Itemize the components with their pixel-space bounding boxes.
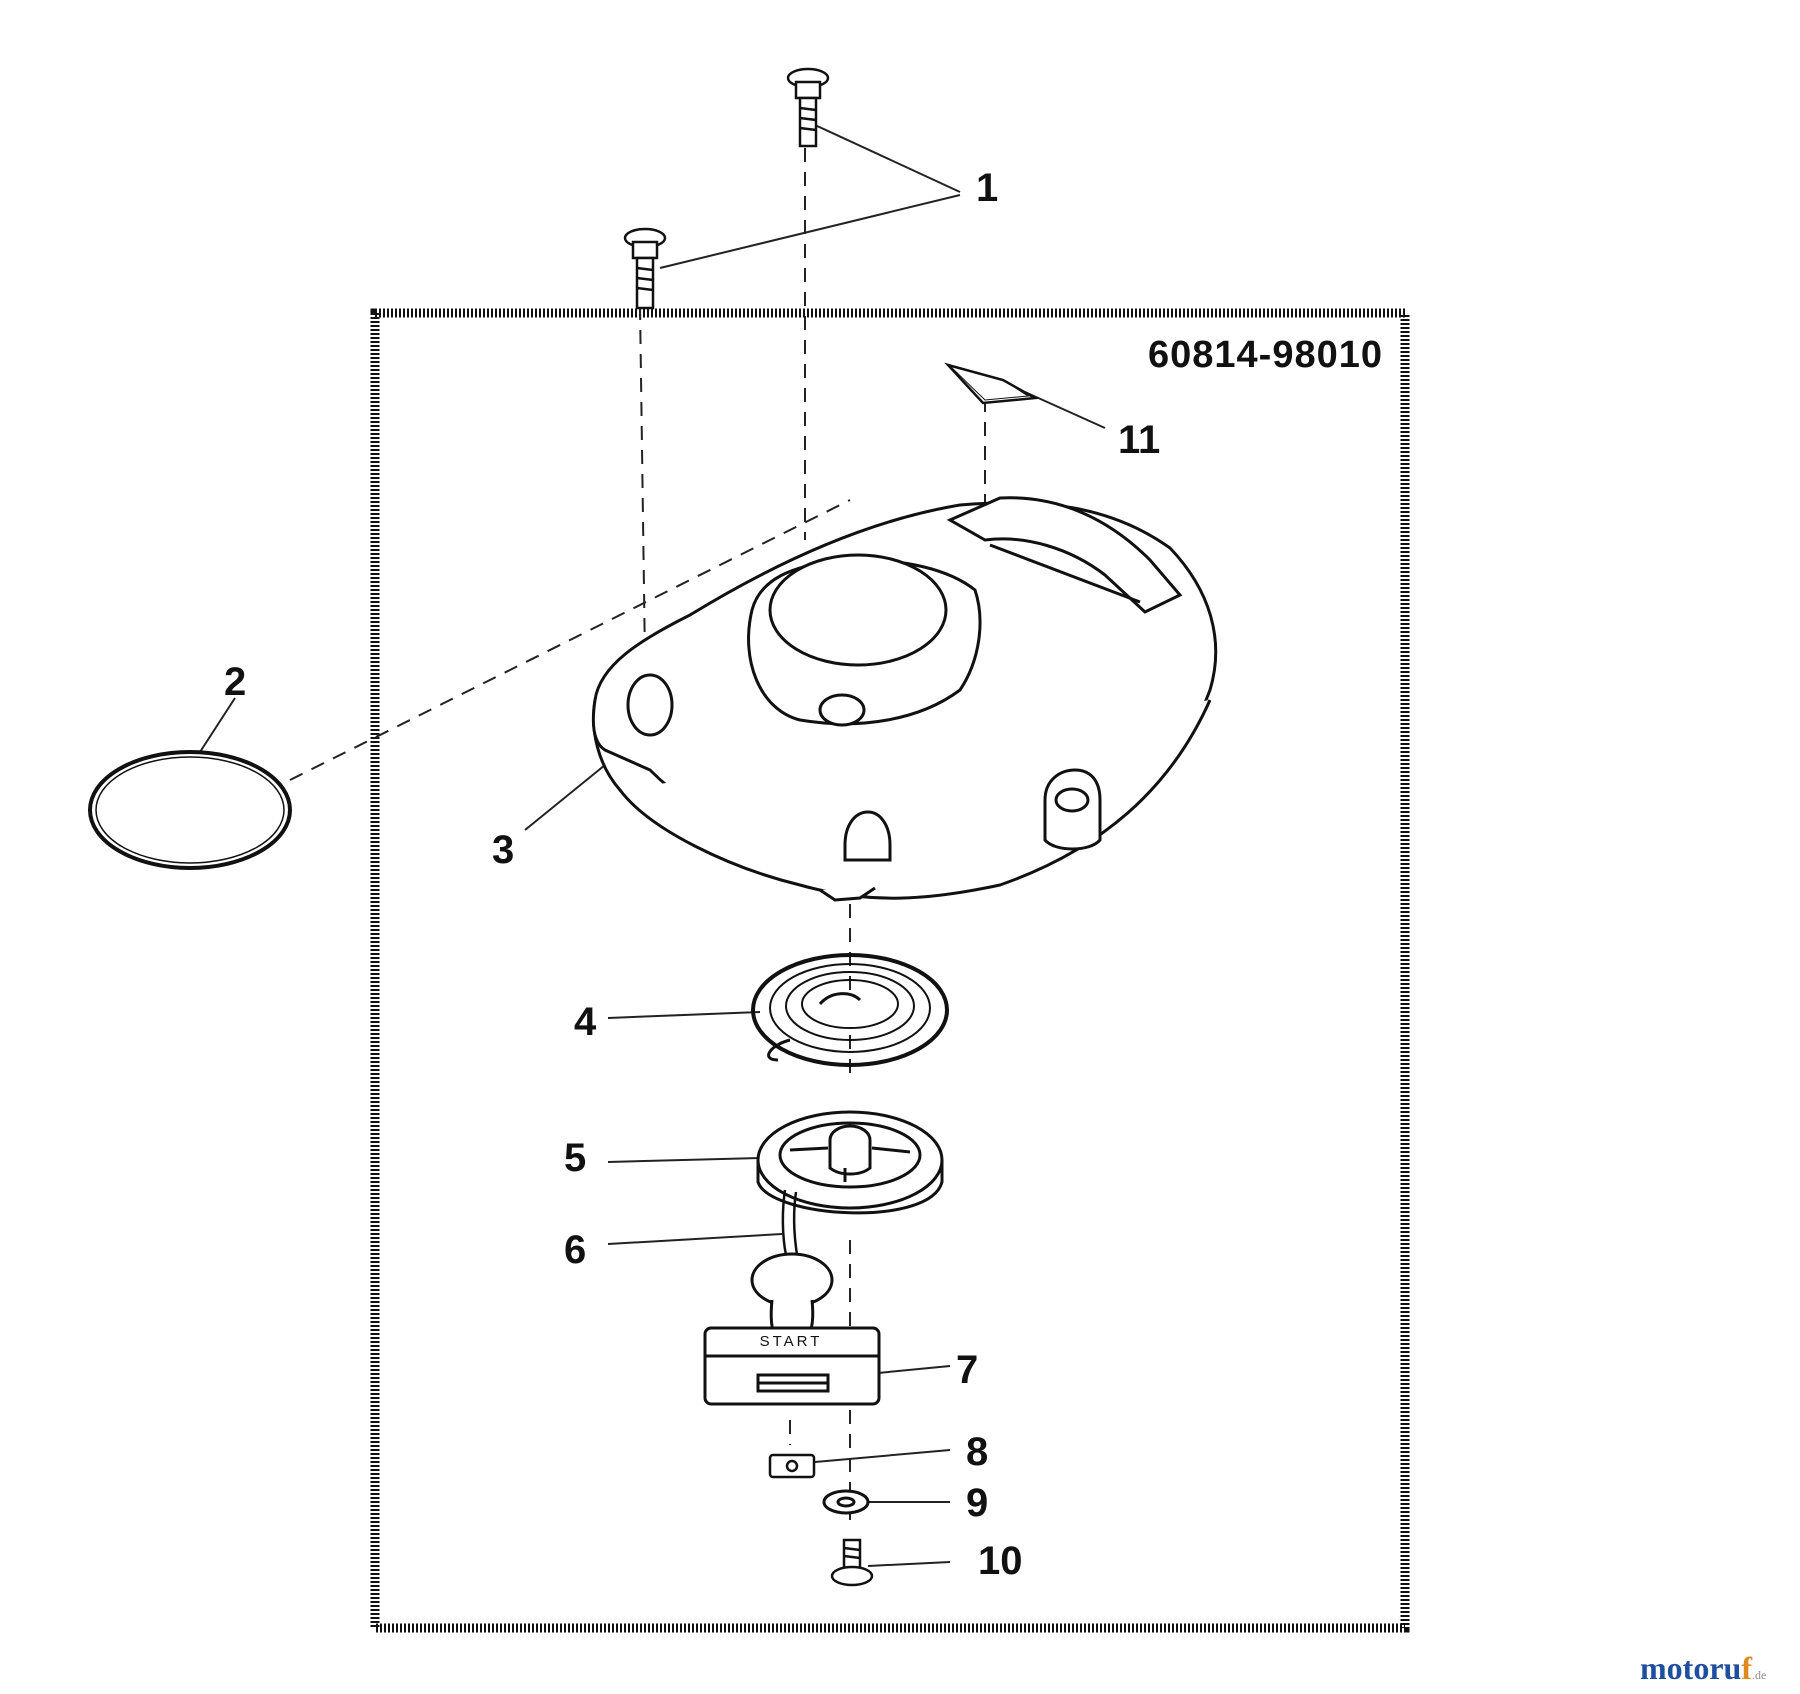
part-5-reel: [756, 1110, 944, 1215]
callout-2: 2: [224, 660, 247, 704]
callout-10: 10: [978, 1539, 1023, 1583]
callout-11: 11: [1118, 418, 1161, 462]
callout-7: 7: [956, 1348, 979, 1392]
part-10-screw: [830, 1538, 874, 1587]
leader-lines: [199, 124, 1106, 1567]
watermark-name: motoruf: [1640, 1650, 1752, 1686]
callout-8: 8: [966, 1430, 989, 1474]
part-11-label: [944, 362, 1040, 405]
callout-6: 6: [564, 1228, 587, 1272]
kit-part-number: 60814-98010: [1148, 334, 1383, 376]
part-6-rope: [781, 1189, 799, 1256]
kit-frame: [370, 308, 1410, 1633]
callout-3: 3: [492, 828, 515, 872]
callout-1: 1: [976, 166, 999, 210]
brand-watermark: motoruf.de: [1640, 1650, 1766, 1687]
part-4-spring: [751, 953, 949, 1067]
part-7-handle: [703, 1252, 881, 1406]
part-3-housing: [591, 496, 1218, 902]
start-handle-label: START: [759, 1333, 823, 1350]
callout-5: 5: [564, 1136, 587, 1180]
part-1-bolts: [623, 67, 830, 310]
part-8-retainer: [768, 1453, 816, 1479]
callout-4: 4: [574, 1000, 597, 1044]
callout-9: 9: [966, 1481, 989, 1525]
part-2-ring: [88, 750, 292, 870]
part-9-washer: [822, 1489, 870, 1515]
watermark-tld: .de: [1751, 1668, 1767, 1682]
